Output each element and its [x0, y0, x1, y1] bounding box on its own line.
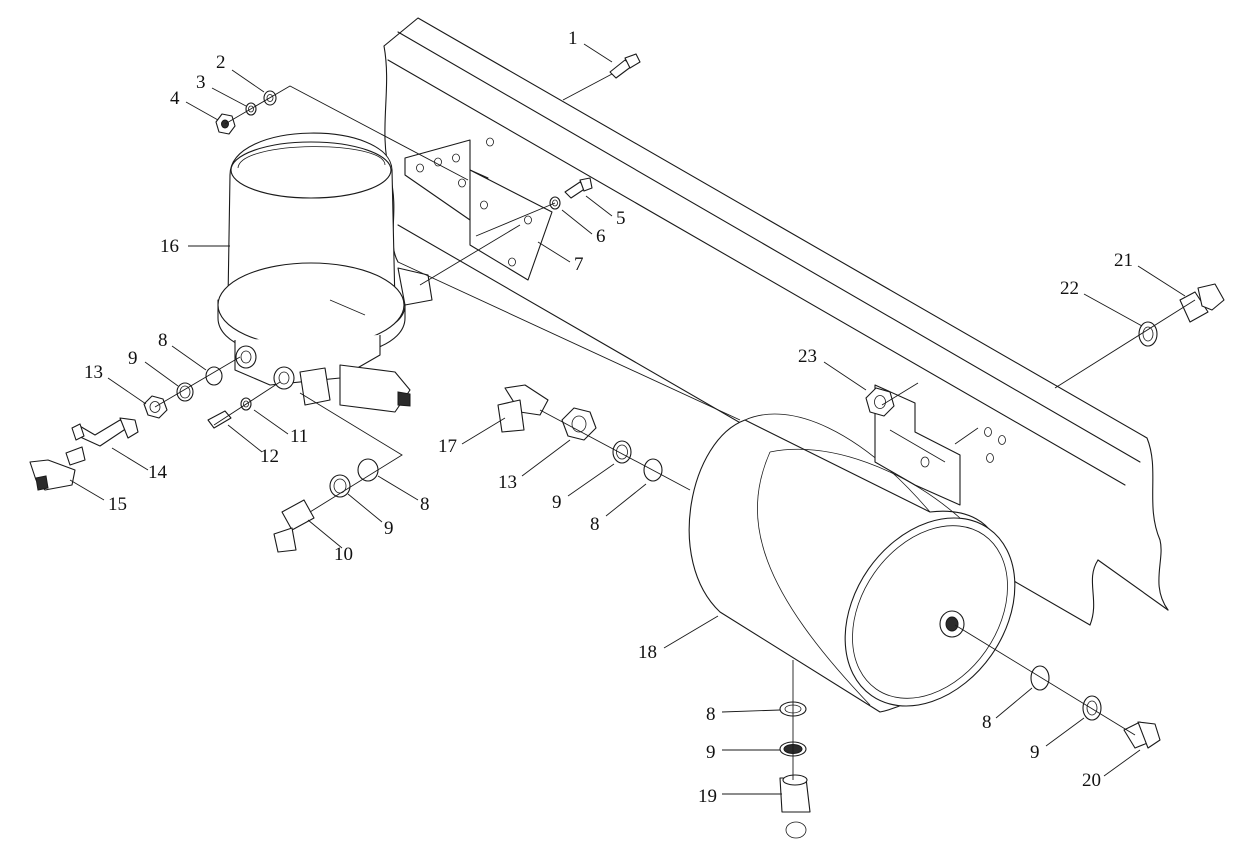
- callout-labels: 1 2 3 4 5 6 7 8 9 13 16 14 15 12 11 8 9 …: [84, 28, 1133, 807]
- callout-18: 18: [638, 642, 657, 663]
- callout-9: 9: [128, 348, 138, 369]
- air-dryer: [217, 132, 433, 413]
- callout-11: 11: [290, 426, 308, 447]
- callout-7: 7: [574, 254, 584, 275]
- callout-8b: 8: [420, 494, 430, 515]
- callout-21: 21: [1114, 250, 1133, 271]
- callout-23: 23: [798, 346, 817, 367]
- callout-1: 1: [568, 28, 578, 49]
- callout-9d: 9: [706, 742, 716, 763]
- callout-15: 15: [108, 494, 127, 515]
- callout-8d: 8: [706, 704, 716, 725]
- callout-20: 20: [1082, 770, 1101, 791]
- callout-8e: 8: [982, 712, 992, 733]
- assembly-lines: [154, 73, 1196, 780]
- callout-5: 5: [616, 208, 626, 229]
- air-tank: [688, 384, 1016, 713]
- callout-16: 16: [160, 236, 179, 257]
- callout-13: 13: [84, 362, 103, 383]
- callout-19: 19: [698, 786, 717, 807]
- callout-6: 6: [596, 226, 606, 247]
- callout-3: 3: [196, 72, 206, 93]
- hardware-parts: [29, 53, 1225, 839]
- callout-9c: 9: [552, 492, 562, 513]
- callout-8: 8: [158, 330, 168, 351]
- callout-8c: 8: [590, 514, 600, 535]
- callout-4: 4: [170, 88, 180, 109]
- mounting-bracket: [404, 137, 553, 281]
- callout-10: 10: [334, 544, 353, 565]
- callout-13b: 13: [498, 472, 517, 493]
- callout-9b: 9: [384, 518, 394, 539]
- callout-22: 22: [1060, 278, 1079, 299]
- callout-2: 2: [216, 52, 226, 73]
- callout-14: 14: [148, 462, 168, 483]
- callout-leaders: [69, 43, 1186, 795]
- callout-9e: 9: [1030, 742, 1040, 763]
- callout-12: 12: [260, 446, 279, 467]
- callout-17: 17: [438, 436, 457, 457]
